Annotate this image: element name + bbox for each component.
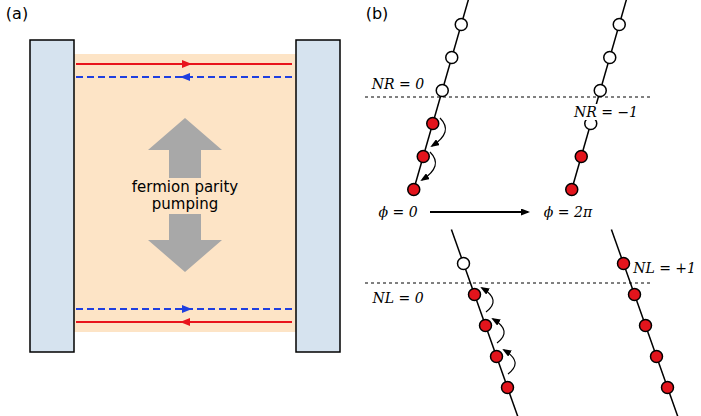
level-chains — [408, 0, 680, 416]
empty-level — [594, 85, 606, 97]
empty-level — [458, 258, 470, 270]
right-lead — [296, 40, 340, 352]
empty-level — [604, 52, 616, 64]
quantity-label: ϕ = 2π — [542, 204, 594, 220]
edge-state — [76, 63, 292, 65]
occupied-level — [480, 320, 492, 332]
quantity-label: ϕ = 0 — [376, 204, 419, 220]
occupied-level — [566, 184, 578, 196]
chain-line — [571, 0, 630, 193]
quantity-label: NR = −1 — [572, 104, 640, 120]
region-label: fermion parity pumping — [127, 178, 243, 215]
chain-line — [413, 0, 472, 193]
bulk-region — [74, 54, 296, 332]
edge-state — [76, 76, 292, 78]
empty-level — [455, 19, 467, 31]
empty-level — [436, 85, 448, 97]
occupied-level — [651, 351, 663, 363]
flux-arrow — [430, 211, 528, 213]
occupied-level — [469, 289, 481, 301]
quantity-label: NL = +1 — [631, 260, 698, 276]
occupied-level — [629, 289, 641, 301]
occupied-level — [575, 151, 587, 163]
quantity-label: NR = 0 — [370, 76, 426, 92]
occupied-level — [427, 118, 439, 130]
occupied-level — [408, 184, 420, 196]
fermi-level — [365, 97, 650, 98]
occupied-level — [618, 258, 630, 270]
occupied-level — [640, 320, 652, 332]
empty-level — [613, 19, 625, 31]
occupied-level — [662, 382, 674, 394]
occupied-level — [502, 382, 514, 394]
fermi-level — [365, 283, 650, 284]
left-lead — [30, 40, 74, 352]
quantity-label: NL = 0 — [370, 290, 425, 306]
chain-line — [451, 229, 519, 416]
edge-state — [76, 321, 292, 323]
chain-line — [611, 229, 679, 416]
occupied-level — [491, 351, 503, 363]
empty-level — [446, 52, 458, 64]
panel-label: (b) — [366, 5, 389, 23]
panel-label: (a) — [6, 5, 28, 23]
occupied-level — [417, 151, 429, 163]
edge-state — [76, 308, 292, 310]
